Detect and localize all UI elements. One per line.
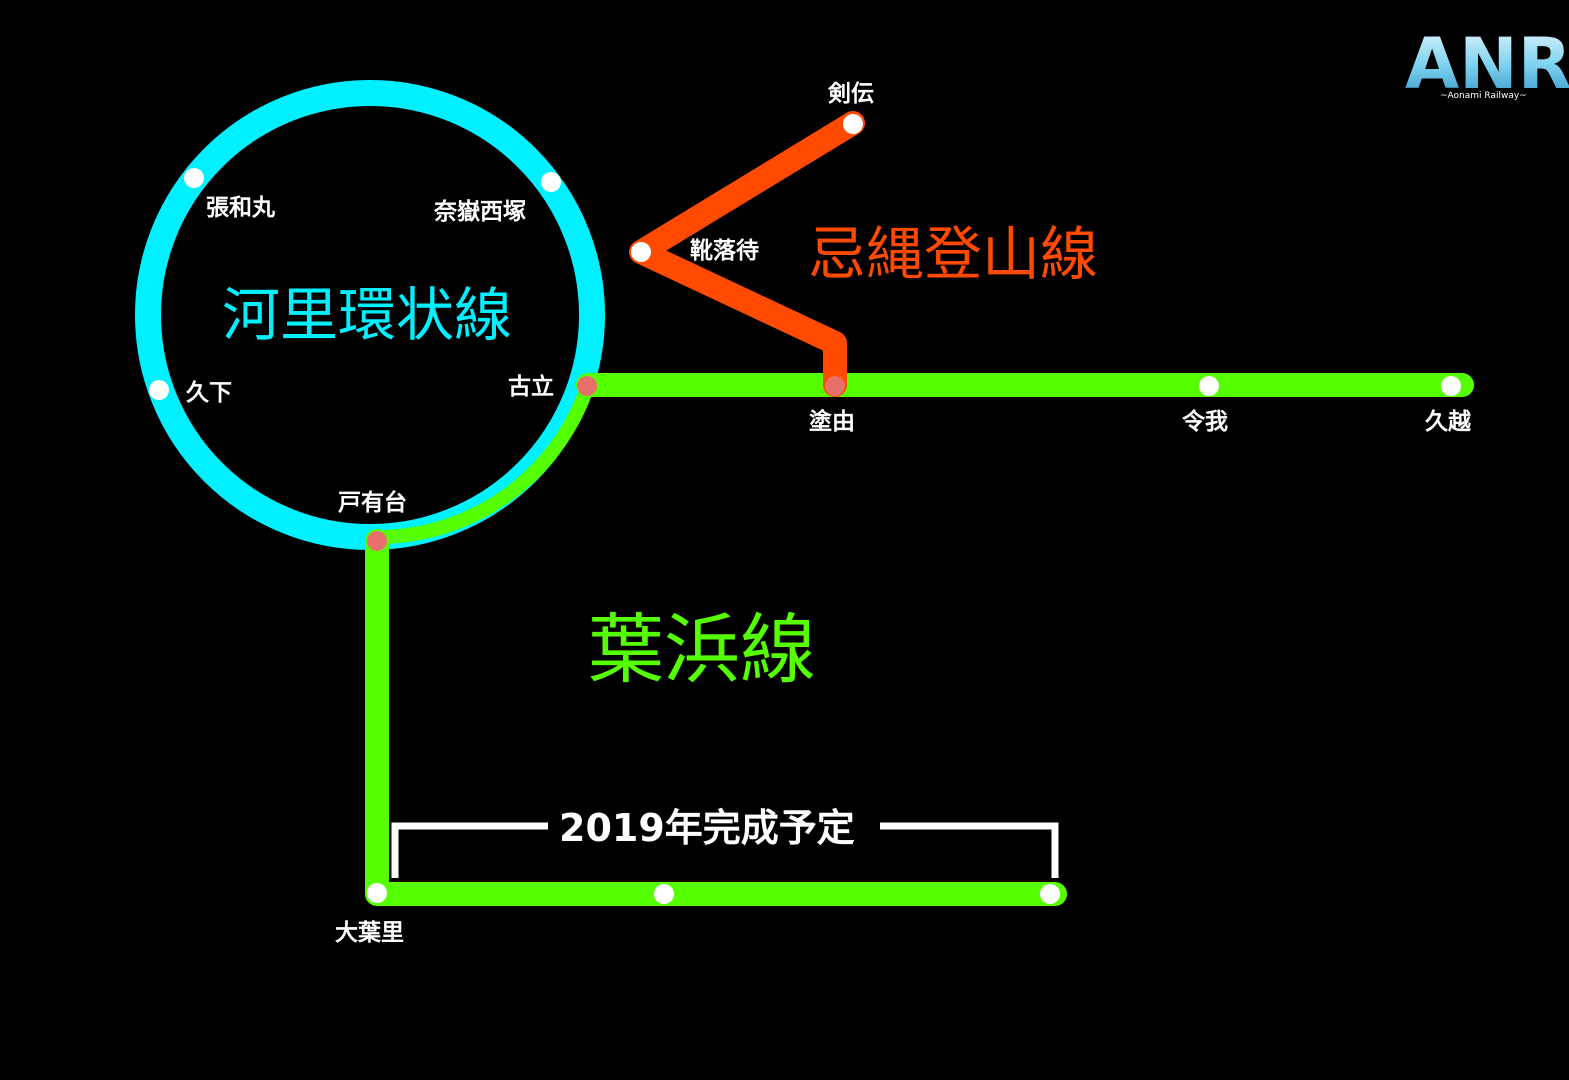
station-label-kenden: 剣伝 bbox=[827, 81, 874, 107]
station-dot-harimaru[interactable] bbox=[184, 168, 204, 188]
station-dot-kushita[interactable] bbox=[149, 380, 169, 400]
station-label-kugoe: 久越 bbox=[1425, 408, 1472, 435]
station-dot-ohahari[interactable] bbox=[367, 883, 387, 903]
green-line-curve-track bbox=[379, 382, 595, 544]
station-dot-furutachi[interactable] bbox=[577, 376, 597, 396]
station-dot-nuriyoshi[interactable] bbox=[825, 376, 845, 396]
station-dot-kugoe[interactable] bbox=[1441, 376, 1461, 396]
station-dot-unnamed-end[interactable] bbox=[1040, 884, 1060, 904]
station-dot-toaridai[interactable] bbox=[367, 531, 387, 551]
orange-line-name: 忌縄登山線 bbox=[808, 220, 1098, 288]
station-dot-nagaku-nishizuka[interactable] bbox=[541, 172, 561, 192]
station-labels: 張和丸 奈嶽西塚 久下 古立 戸有台 剣伝 靴落待 塗由 令我 久越 大葉里 bbox=[186, 81, 1472, 946]
station-label-nuriyoshi: 塗由 bbox=[809, 408, 855, 435]
station-label-toaridai: 戸有台 bbox=[338, 489, 407, 516]
loop-line-name: 河里環状線 bbox=[222, 281, 512, 349]
logo: ANR ~Aonami Railway~ bbox=[1405, 23, 1569, 105]
station-dot-kutsuochi[interactable] bbox=[631, 242, 651, 262]
logo-mark: ANR bbox=[1405, 23, 1569, 105]
station-label-kushita: 久下 bbox=[186, 379, 232, 406]
stations bbox=[149, 114, 1461, 904]
orange-line-track bbox=[629, 111, 865, 397]
logo-subtitle: ~Aonami Railway~ bbox=[1440, 91, 1527, 101]
green-line-name: 葉浜線 bbox=[588, 605, 816, 694]
station-label-reiga: 令我 bbox=[1182, 408, 1228, 435]
completion-note: 2019年完成予定 bbox=[559, 806, 855, 850]
station-dot-kenden[interactable] bbox=[843, 114, 863, 134]
station-dot-reiga[interactable] bbox=[1199, 376, 1219, 396]
station-label-kutsuochi: 靴落待 bbox=[690, 237, 759, 264]
station-label-ohahari: 大葉里 bbox=[335, 920, 404, 946]
station-dot-unnamed-middle[interactable] bbox=[654, 884, 674, 904]
station-label-harimaru: 張和丸 bbox=[206, 195, 276, 221]
construction-bracket bbox=[391, 822, 1059, 878]
station-label-nagaku-nishizuka: 奈嶽西塚 bbox=[433, 198, 526, 225]
station-label-furutachi: 古立 bbox=[508, 373, 554, 400]
